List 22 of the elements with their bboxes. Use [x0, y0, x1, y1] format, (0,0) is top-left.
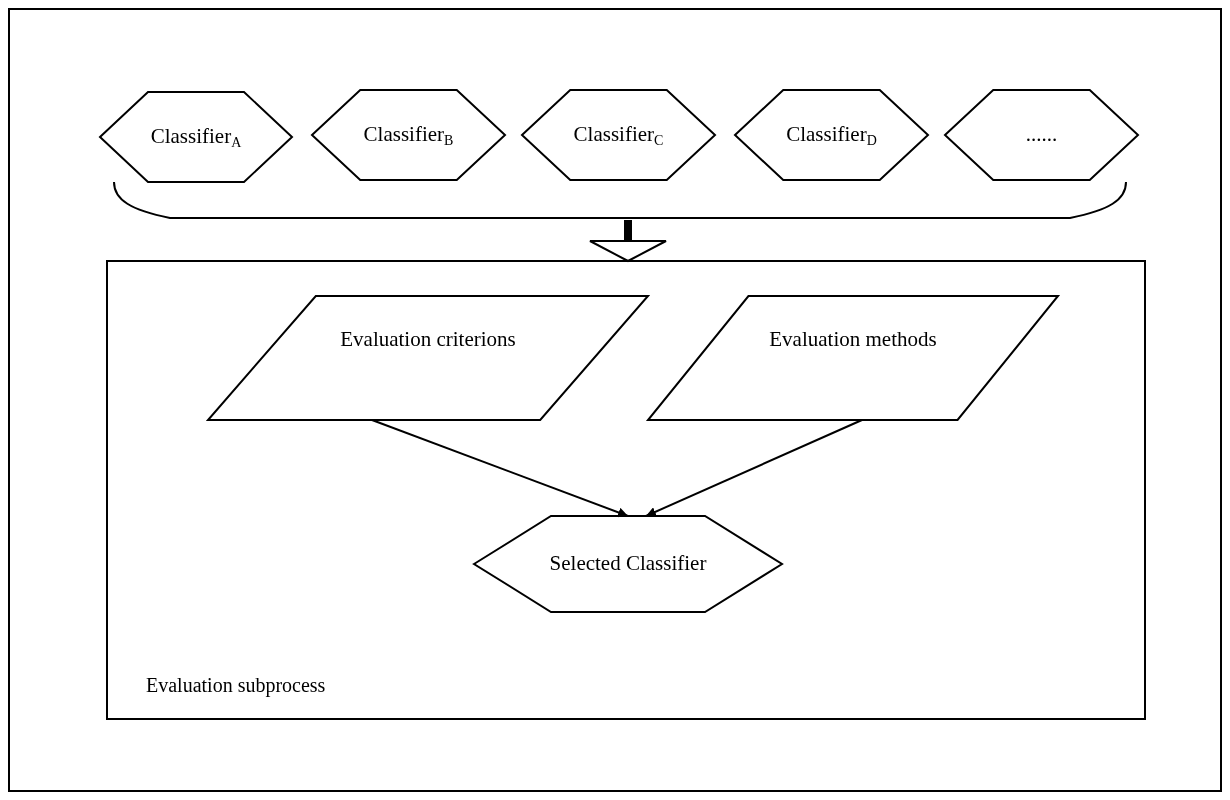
- block-arrow: [589, 220, 667, 262]
- node-label: Evaluation methods: [769, 326, 937, 353]
- node-label: Classifier$_{C}$: [573, 121, 664, 150]
- parallelogram-node: [648, 296, 1058, 420]
- node-label: Classifier$_{A}$: [150, 123, 242, 152]
- arrow: [645, 419, 863, 517]
- hexagon-node: [100, 92, 292, 182]
- subprocess-box: [106, 260, 1146, 720]
- node-label: Selected Classifier: [549, 550, 707, 578]
- box-title: Evaluation subprocess: [146, 673, 326, 699]
- node-label: ......: [1025, 121, 1058, 149]
- node-label: Classifier$_{D}$: [786, 121, 877, 150]
- arrow: [371, 419, 629, 518]
- hexagon-node: [522, 90, 715, 180]
- hexagon-node: [474, 516, 782, 612]
- brace: [113, 182, 1127, 220]
- hexagon-node: [312, 90, 505, 180]
- node-label: Classifier$_{B}$: [363, 121, 454, 150]
- parallelogram-node: [208, 296, 648, 420]
- hexagon-node: [735, 90, 928, 180]
- hexagon-node: [945, 90, 1138, 180]
- node-label: Evaluation criterions: [340, 326, 516, 353]
